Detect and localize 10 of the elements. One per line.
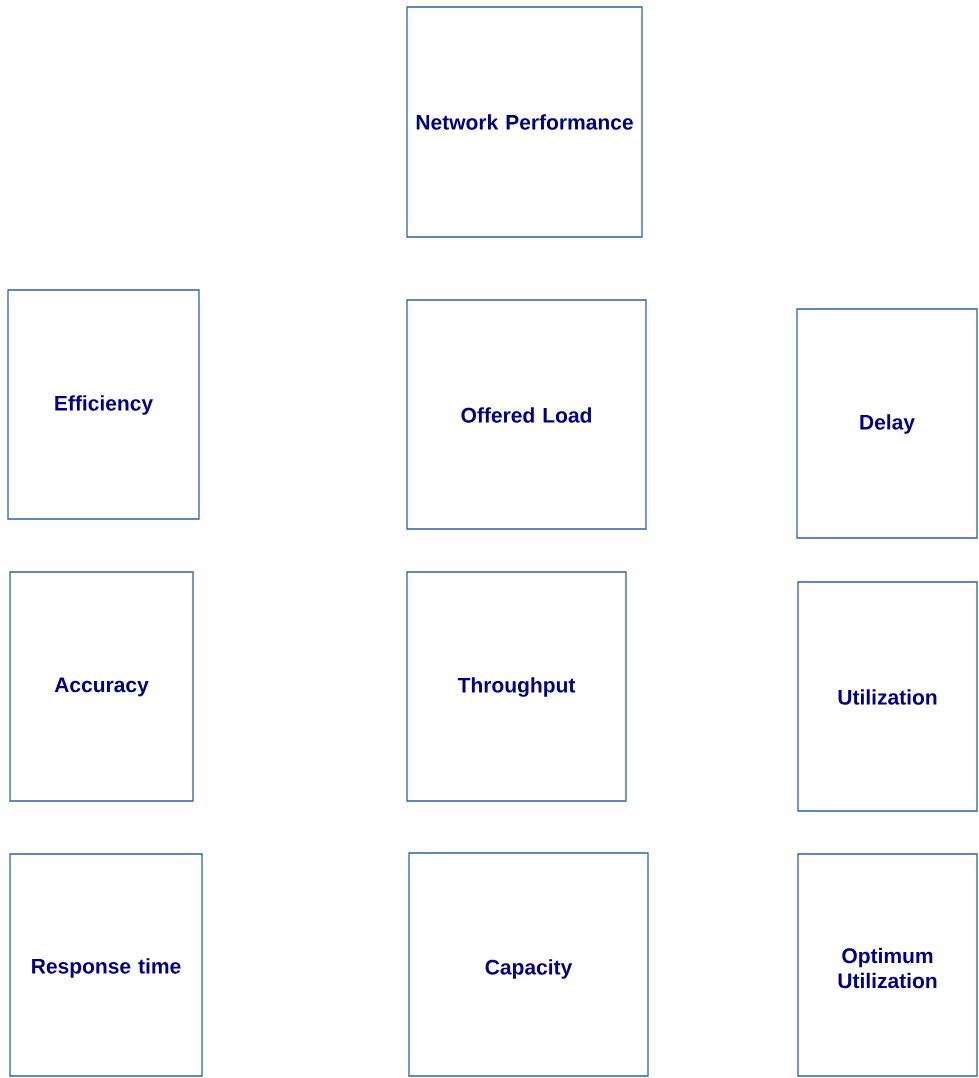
text-box: Delay: [796, 308, 978, 539]
text-box: Response time: [9, 853, 203, 1077]
text-box: Utilization: [797, 581, 978, 812]
text-box: Accuracy: [9, 571, 194, 802]
text-box: Optimum Utilization: [797, 853, 978, 1077]
text-box: Throughput: [406, 571, 627, 802]
text-box: Offered Load: [406, 299, 647, 530]
text-box: Network Performance: [406, 6, 643, 238]
text-box: Capacity: [408, 852, 649, 1077]
text-box: Efficiency: [7, 289, 200, 520]
